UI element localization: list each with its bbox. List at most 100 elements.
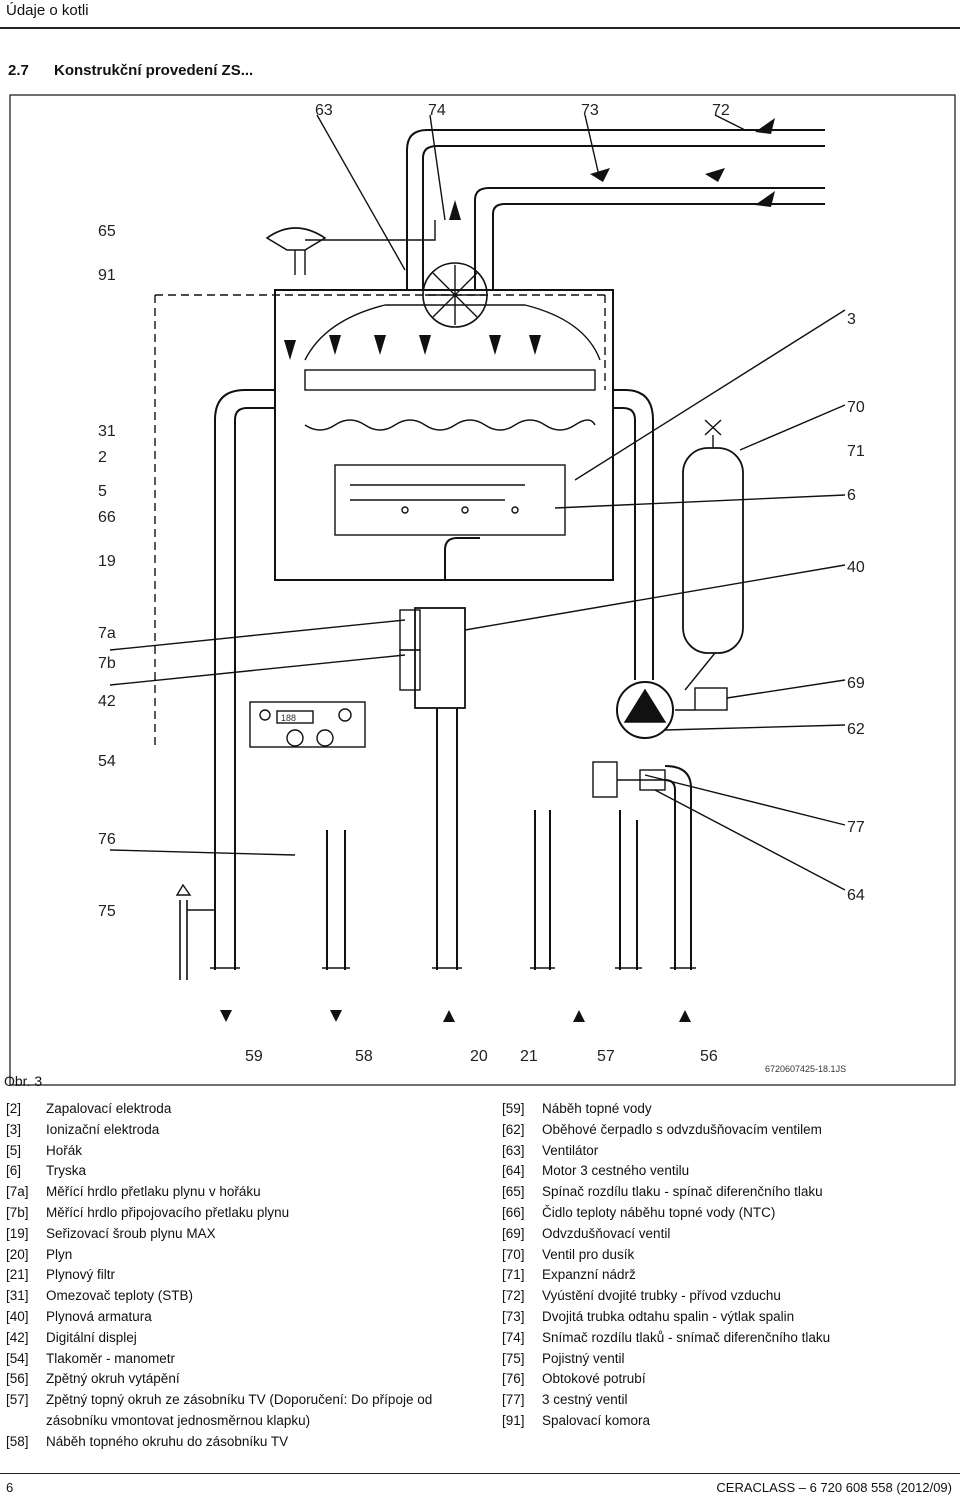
callout-5: 5 bbox=[98, 483, 107, 500]
callout-65: 65 bbox=[98, 223, 116, 240]
legend-ref: [62] bbox=[502, 1121, 525, 1137]
legend-text: Vyústění dvojité trubky - přívod vzduchu bbox=[542, 1288, 781, 1304]
legend-text: Obtokové potrubí bbox=[542, 1371, 646, 1387]
callout-56: 56 bbox=[700, 1048, 718, 1065]
digital-display bbox=[276, 710, 314, 724]
legend-text: Tryska bbox=[46, 1163, 86, 1179]
legend-row: [20]Plyn bbox=[6, 1245, 486, 1266]
legend-text: Spalovací komora bbox=[542, 1412, 651, 1428]
legend-ref: [58] bbox=[6, 1433, 29, 1449]
legend-text: Zapalovací elektroda bbox=[46, 1101, 172, 1116]
legend-text: Omezovač teploty (STB) bbox=[46, 1288, 194, 1304]
legend-text: Dvojitá trubka odtahu spalin - výtlak sp… bbox=[542, 1308, 795, 1324]
legend-row: [19]Seřizovací šroub plynu MAX bbox=[6, 1224, 486, 1245]
callout-74: 74 bbox=[428, 102, 446, 119]
legend-text: 3 cestný ventil bbox=[542, 1392, 628, 1408]
legend-row: [40] Plynová armatura bbox=[6, 1307, 486, 1328]
callout-19: 19 bbox=[98, 553, 116, 570]
legend-ref: [57] bbox=[6, 1392, 29, 1408]
legend-ref: [75] bbox=[502, 1350, 525, 1366]
gas-valve bbox=[414, 607, 466, 709]
legend-row: [70]Ventil pro dusík bbox=[502, 1245, 942, 1266]
legend-row: [31]Omezovač teploty (STB) bbox=[6, 1286, 486, 1307]
legend-row: [57] Zpětný topný okruh ze zásobníku TV (… bbox=[6, 1390, 486, 1432]
legend-row: [63]Ventilátor bbox=[502, 1141, 942, 1162]
legend-row: [74] Snímač rozdílu tlaků - snímač difere… bbox=[502, 1328, 942, 1349]
legend-row: [71]Expanzní nádrž bbox=[502, 1265, 942, 1286]
legend-text: Zpětný topný okruh ze zásobníku TV (Dopo… bbox=[46, 1392, 433, 1428]
callout-73: 73 bbox=[581, 102, 599, 119]
legend-row: [69]Odvzdušňovací ventil bbox=[502, 1224, 942, 1245]
callout-6: 6 bbox=[847, 487, 856, 504]
legend-text: Ionizační elektroda bbox=[46, 1121, 160, 1137]
legend-text: Ventilátor bbox=[542, 1142, 599, 1158]
callout-54: 54 bbox=[98, 753, 116, 770]
legend-row: [64]Motor 3 cestného ventilu bbox=[502, 1161, 942, 1182]
legend-row: [3] Ionizační elektroda bbox=[6, 1120, 486, 1141]
legend-ref: [7a] bbox=[6, 1184, 29, 1200]
callout-76: 76 bbox=[98, 831, 116, 848]
legend-ref: [6] bbox=[6, 1163, 22, 1179]
legend-ref: [3] bbox=[6, 1121, 22, 1137]
fan bbox=[422, 262, 488, 328]
header-rule bbox=[0, 27, 960, 29]
legend-row: [7a] Měřící hrdlo přetlaku plynu v hořáku bbox=[6, 1182, 486, 1203]
legend-text: Plynová armatura bbox=[46, 1308, 152, 1324]
callout-3: 3 bbox=[847, 311, 856, 328]
callout-62: 62 bbox=[847, 721, 865, 738]
legend-row: [21]Plynový filtr bbox=[6, 1265, 486, 1286]
legend-text: Plynový filtr bbox=[46, 1267, 116, 1283]
legend-text: Ventil pro dusík bbox=[542, 1246, 635, 1262]
legend-ref: [59] bbox=[502, 1101, 525, 1116]
legend-left: [2]Zapalovací elektroda[3] Ionizační elek… bbox=[6, 1099, 486, 1453]
legend-row: [59]Náběh topné vody bbox=[502, 1099, 942, 1120]
legend-ref: [40] bbox=[6, 1308, 29, 1324]
legend-text: Hořák bbox=[46, 1142, 83, 1158]
legend-text: Seřizovací šroub plynu MAX bbox=[46, 1225, 216, 1241]
legend-text: Náběh topného okruhu do zásobníku TV bbox=[46, 1433, 289, 1449]
legend-ref: [7b] bbox=[6, 1204, 29, 1220]
figure-code: 6720607425-18.1JS bbox=[765, 1064, 846, 1074]
callout-69: 69 bbox=[847, 675, 865, 692]
display-readout: 188 bbox=[281, 713, 296, 723]
control-panel bbox=[249, 701, 366, 748]
legend-row: [91]Spalovací komora bbox=[502, 1411, 942, 1432]
heading-number: 2.7 bbox=[8, 62, 29, 79]
callout-72: 72 bbox=[712, 102, 730, 119]
callout-58: 58 bbox=[355, 1048, 373, 1065]
legend-ref: [72] bbox=[502, 1288, 525, 1304]
manometer bbox=[338, 708, 352, 722]
legend-text: Měřící hrdlo připojovacího přetlaku plyn… bbox=[46, 1204, 290, 1220]
legend-ref: [73] bbox=[502, 1308, 525, 1324]
callout-59: 59 bbox=[245, 1048, 263, 1065]
legend-text: Měřící hrdlo přetlaku plynu v hořáku bbox=[46, 1184, 261, 1200]
flue-inner-bottom bbox=[492, 203, 825, 290]
legend-text: Motor 3 cestného ventilu bbox=[542, 1163, 690, 1179]
expansion-vessel bbox=[682, 447, 744, 654]
legend-row: [65]Spínač rozdílu tlaku - spínač difere… bbox=[502, 1182, 942, 1203]
callout-77: 77 bbox=[847, 819, 865, 836]
callout-91: 91 bbox=[98, 267, 116, 284]
callout-42: 42 bbox=[98, 693, 116, 710]
legend-row: [2]Zapalovací elektroda bbox=[6, 1099, 486, 1120]
figure-caption: Obr. 3 bbox=[4, 1073, 43, 1089]
legend-ref: [54] bbox=[6, 1350, 29, 1366]
callout-2: 2 bbox=[98, 449, 107, 466]
callout-40: 40 bbox=[847, 559, 865, 576]
section-header: Údaje o kotli bbox=[6, 2, 89, 19]
legend-ref: [74] bbox=[502, 1329, 525, 1345]
legend-text: Tlakoměr - manometr bbox=[46, 1350, 176, 1366]
legend-text: Zpětný okruh vytápění bbox=[46, 1371, 180, 1387]
legend-row: [76]Obtokové potrubí bbox=[502, 1369, 942, 1390]
legend-row: [42]Digitální displej bbox=[6, 1328, 486, 1349]
legend-ref: [66] bbox=[502, 1204, 525, 1220]
legend-row: [72] Vyústění dvojité trubky - přívod vzd… bbox=[502, 1286, 942, 1307]
legend-text: Oběhové čerpadlo s odvzdušňovacím ventil… bbox=[542, 1121, 822, 1137]
legend-row: [75]Pojistný ventil bbox=[502, 1349, 942, 1370]
callout-20: 20 bbox=[470, 1048, 488, 1065]
flue-inner-top bbox=[474, 187, 825, 290]
legend-ref: [5] bbox=[6, 1142, 22, 1158]
legend-text: Snímač rozdílu tlaků - snímač diferenční… bbox=[542, 1329, 831, 1345]
